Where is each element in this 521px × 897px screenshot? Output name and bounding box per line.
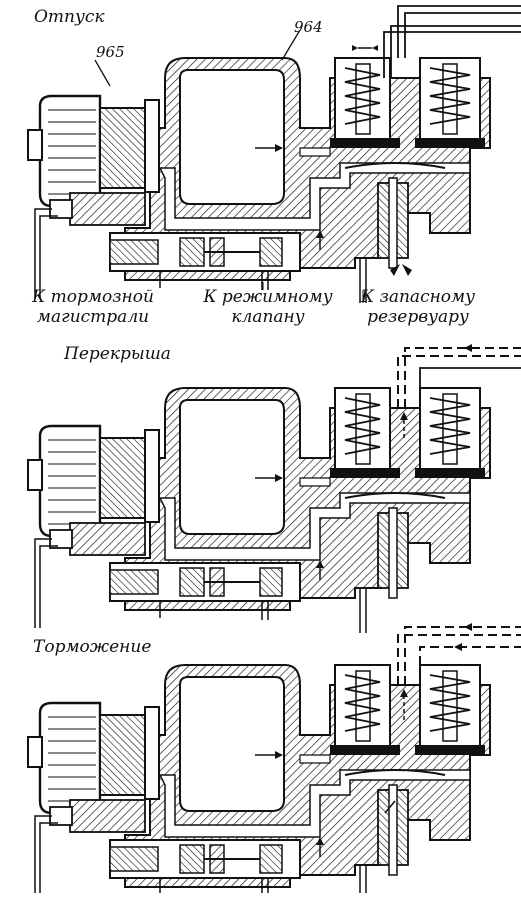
panel-release bbox=[26, 5, 521, 305]
mode-lap-title: Перекрыша bbox=[64, 344, 171, 364]
part-965-label: 965 bbox=[96, 43, 125, 61]
to-reservoir-label-1: К запасному bbox=[361, 287, 475, 307]
to-mode-valve-label-1: К режимному bbox=[203, 287, 333, 307]
to-mode-valve-label-2: клапану bbox=[231, 307, 305, 327]
panel-lap bbox=[26, 344, 521, 635]
to-reservoir-label-2: резервуару bbox=[367, 307, 469, 327]
mode-brake-title: Торможение bbox=[33, 637, 152, 657]
mode-release-title: Отпуск bbox=[34, 7, 105, 27]
to-brake-pipe-label-2: магистрали bbox=[36, 307, 150, 327]
leader-964 bbox=[281, 29, 301, 61]
leader-965 bbox=[94, 59, 111, 87]
part-964-label: 964 bbox=[294, 18, 323, 36]
to-brake-pipe-label-1: К тормозной bbox=[32, 287, 154, 307]
panel-brake bbox=[26, 623, 521, 897]
